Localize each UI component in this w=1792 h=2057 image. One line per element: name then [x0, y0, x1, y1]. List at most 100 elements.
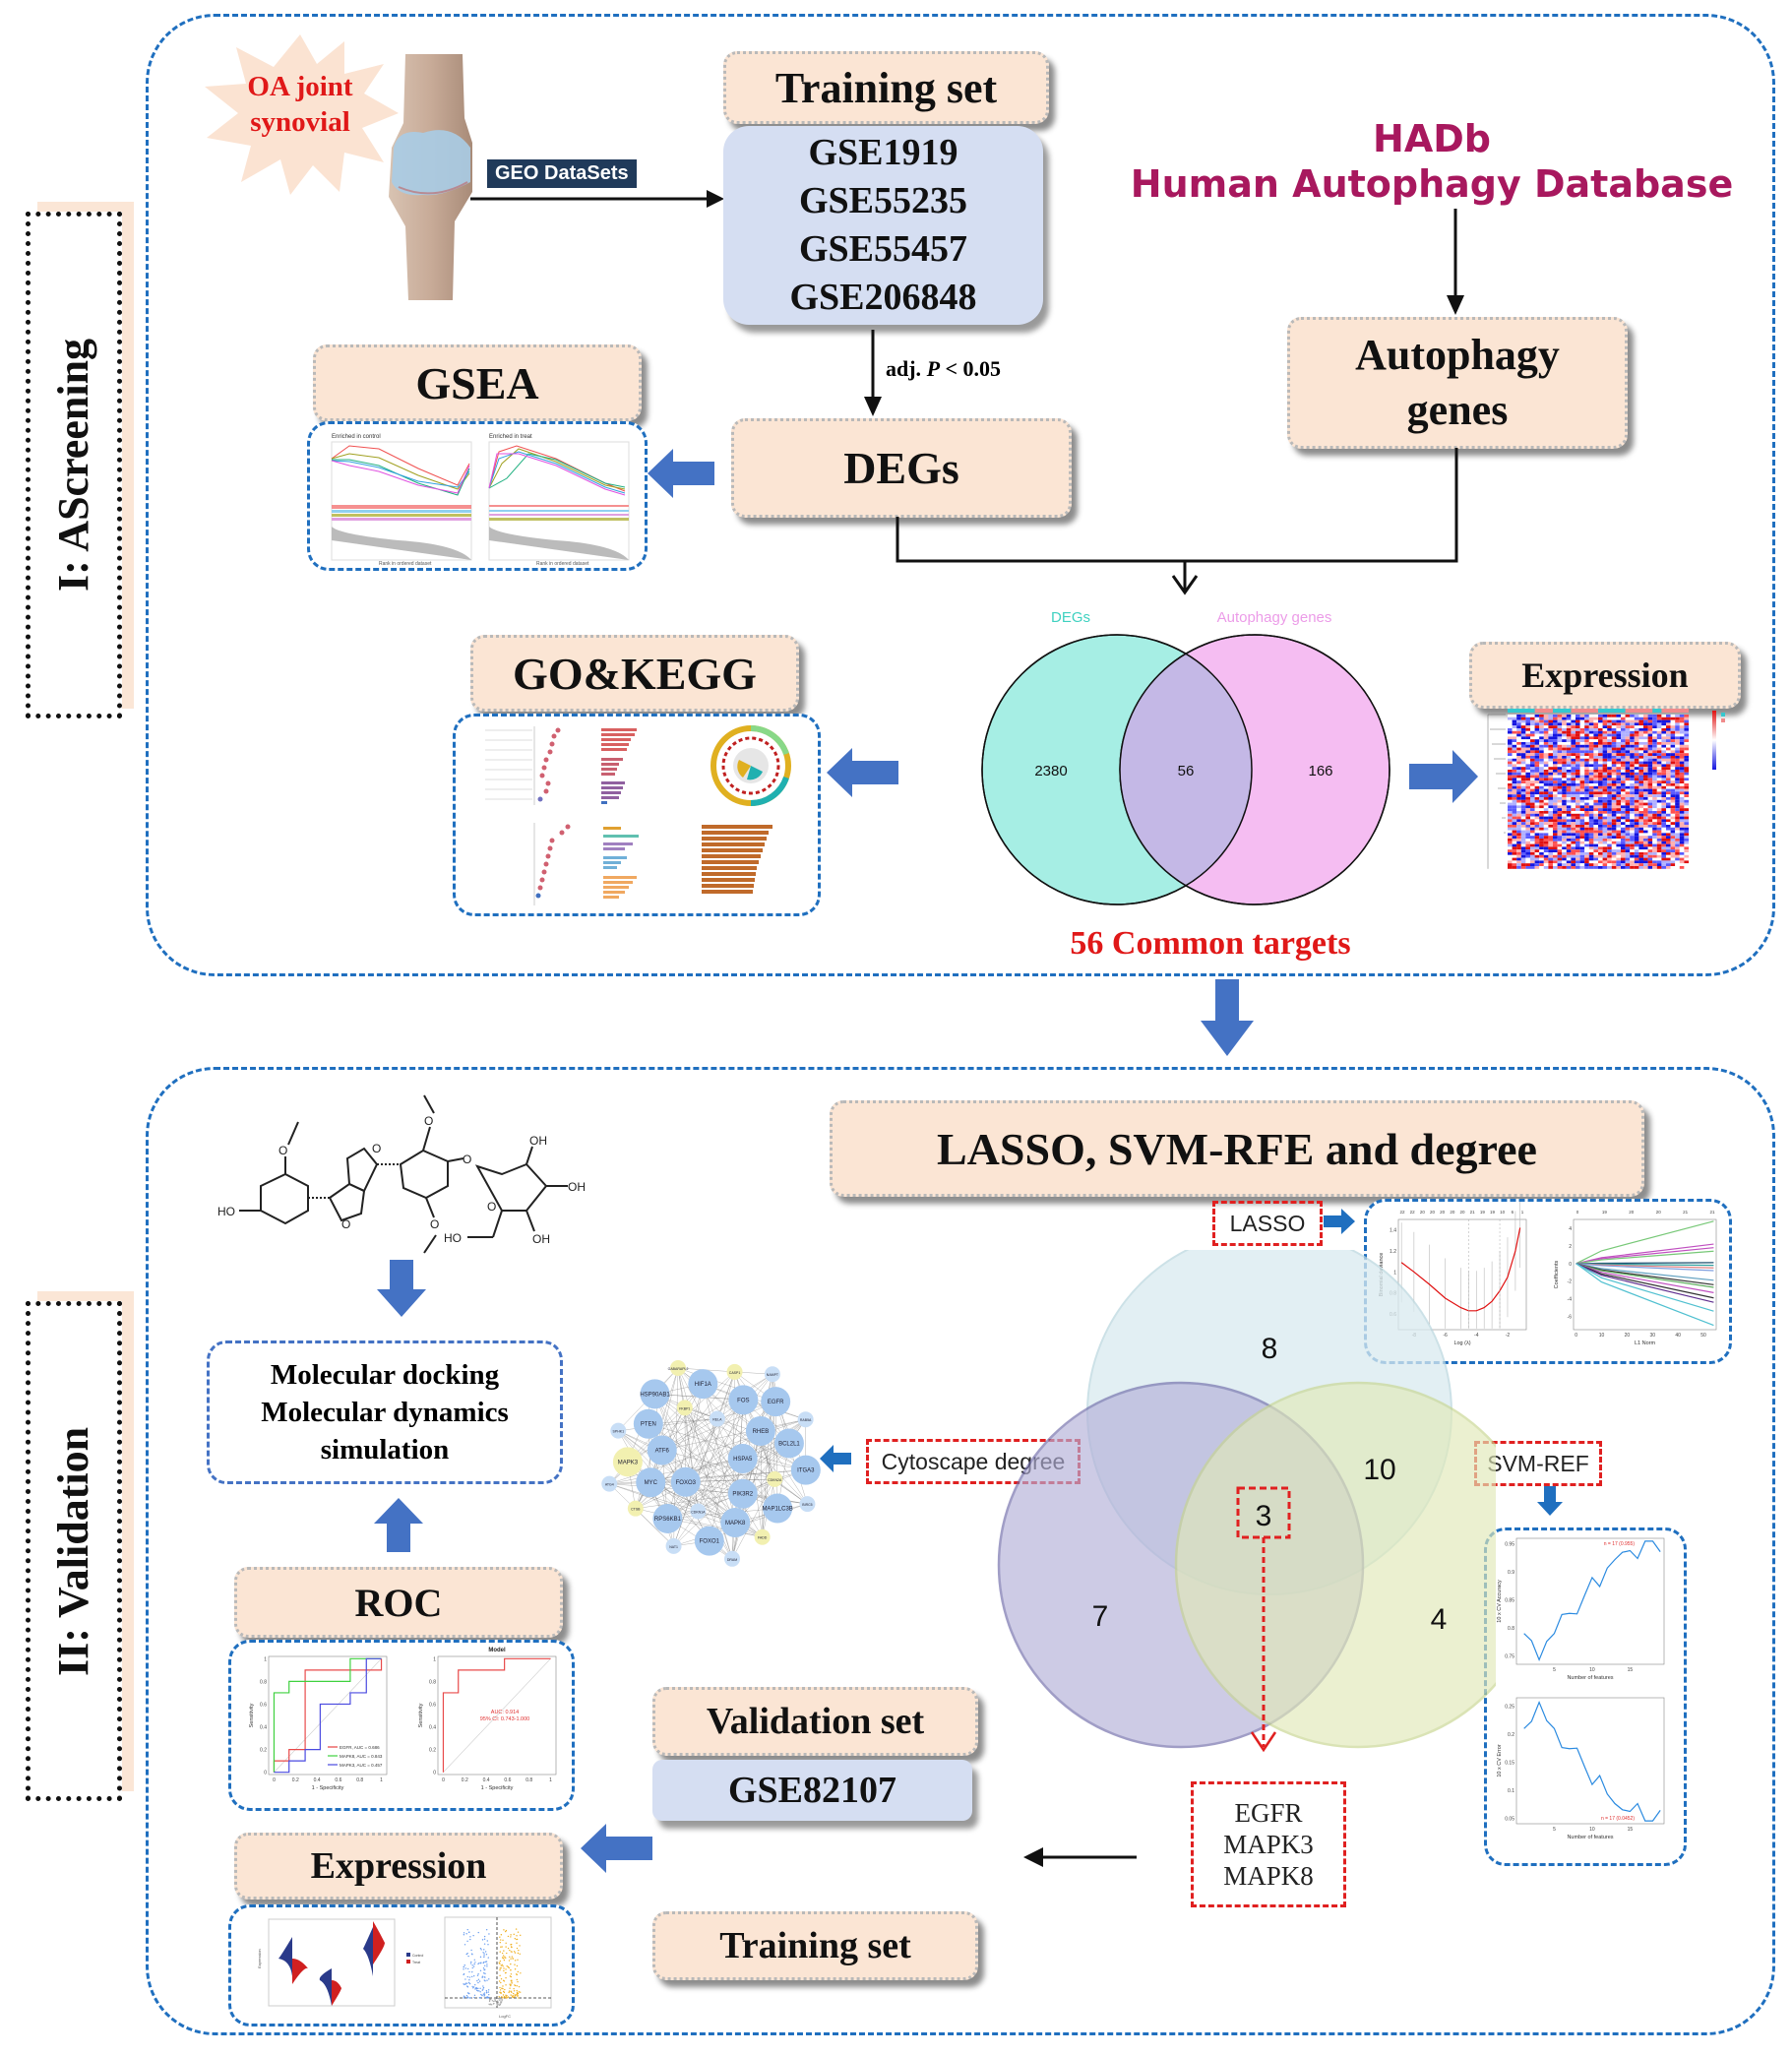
- heatmap-cell: [1593, 854, 1598, 858]
- volcano-point: [512, 1958, 514, 1960]
- heatmap-cell: [1638, 747, 1643, 751]
- heatmap-cell: [1647, 854, 1653, 858]
- heatmap-cell: [1530, 761, 1535, 765]
- heatmap-cell: [1675, 849, 1680, 852]
- heatmap-cell: [1553, 761, 1558, 765]
- heatmap-cell: [1512, 715, 1517, 717]
- heatmap-cell: [1643, 863, 1648, 866]
- roc-genes-x-tick: 1: [380, 1777, 383, 1783]
- heatmap-cell: [1647, 733, 1653, 737]
- heatmap-cell: [1675, 758, 1680, 762]
- heatmap-cell: [1656, 747, 1662, 751]
- heatmap-cell: [1579, 797, 1585, 800]
- network-node-circle: [773, 1428, 804, 1459]
- heatmap-cell: [1593, 733, 1598, 737]
- heatmap-cell: [1630, 802, 1635, 806]
- heatmap-cell: [1566, 761, 1572, 765]
- heatmap-cell: [1525, 843, 1530, 847]
- heatmap-cell: [1598, 836, 1603, 839]
- heatmap-cell: [1616, 849, 1621, 852]
- heatmap-cell: [1520, 736, 1526, 740]
- heatmap-cell: [1548, 841, 1553, 844]
- heatmap-cell: [1525, 830, 1530, 834]
- heatmap-cell: [1638, 764, 1643, 768]
- heatmap-cell: [1598, 758, 1603, 762]
- svm-accuracy-y-label: 10 x CV Accuracy: [1497, 1580, 1503, 1623]
- heatmap-cell: [1647, 788, 1653, 792]
- heatmap-cell: [1607, 808, 1612, 811]
- heatmap-cell: [1684, 830, 1689, 834]
- heatmap-cell: [1661, 788, 1666, 792]
- kegg-barplot: [702, 825, 772, 894]
- heatmap-cell: [1562, 753, 1567, 756]
- volcano-point: [484, 1951, 487, 1953]
- training-set-bottom: Training set: [652, 1911, 978, 1980]
- volcano-point: [485, 1991, 488, 1994]
- heatmap-cell: [1684, 819, 1689, 823]
- heatmap-cell: [1543, 794, 1549, 797]
- heatmap-cell: [1530, 780, 1535, 783]
- heatmap-cell: [1588, 750, 1594, 754]
- heatmap-cell: [1539, 715, 1544, 717]
- heatmap-cell: [1611, 833, 1617, 837]
- heatmap-cell: [1516, 854, 1521, 858]
- heatmap-cell: [1670, 758, 1676, 762]
- heatmap-cell: [1616, 802, 1621, 806]
- heatmap-cell: [1647, 772, 1653, 776]
- heatmap-cell: [1598, 852, 1603, 855]
- heatmap-cell: [1520, 788, 1526, 792]
- volcano-point: [508, 1960, 511, 1962]
- heatmap-cell: [1543, 725, 1549, 728]
- heatmap-cell: [1512, 857, 1517, 861]
- heatmap-cell: [1611, 825, 1617, 828]
- heatmap-cell: [1520, 761, 1526, 765]
- heatmap-cell: [1520, 852, 1526, 855]
- lasso-coef-top-tick: 21: [1709, 1210, 1715, 1215]
- volcano-point: [504, 1971, 507, 1974]
- heatmap-cell: [1679, 813, 1685, 817]
- heatmap-cell: [1684, 761, 1689, 765]
- heatmap-cell: [1625, 863, 1631, 866]
- heatmap-cell: [1553, 756, 1558, 759]
- volcano-point: [469, 1963, 472, 1964]
- heatmap-cell: [1534, 811, 1540, 814]
- heatmap-cell: [1602, 825, 1608, 828]
- heatmap-cell: [1602, 852, 1608, 855]
- heatmap-cell: [1553, 780, 1558, 783]
- volcano-point: [484, 1972, 486, 1975]
- volcano-point: [478, 1962, 480, 1964]
- heatmap-cell: [1602, 780, 1608, 783]
- heatmap-cell: [1520, 783, 1526, 786]
- roc-genes-y-tick: 0.8: [260, 1679, 267, 1685]
- heatmap-cell: [1625, 770, 1631, 773]
- heatmap-cell: [1520, 744, 1526, 748]
- heatmap-cell: [1508, 802, 1513, 806]
- heatmap-cell: [1588, 841, 1594, 844]
- volcano-point: [510, 1994, 512, 1996]
- heatmap-cell: [1525, 799, 1530, 803]
- heatmap-cell: [1652, 747, 1657, 751]
- heatmap-cell: [1584, 846, 1589, 850]
- heatmap-cell: [1679, 811, 1685, 814]
- heatmap-cell: [1634, 722, 1639, 726]
- lasso-cv-curve: [1400, 1227, 1521, 1312]
- heatmap-cell: [1557, 799, 1563, 803]
- roc-genes-y-tick: 0: [264, 1771, 267, 1776]
- heatmap-cell: [1607, 742, 1612, 745]
- heatmap-cell: [1616, 736, 1621, 740]
- heatmap-cell: [1656, 833, 1662, 837]
- heatmap-cell: [1576, 775, 1580, 779]
- heatmap-cell: [1643, 866, 1648, 869]
- svg-text:O: O: [487, 1200, 496, 1214]
- heatmap-cell: [1679, 739, 1685, 742]
- heatmap-cell: [1684, 813, 1689, 817]
- svg-text:OH: OH: [532, 1232, 550, 1246]
- heatmap-cell: [1548, 761, 1553, 765]
- heatmap-cell: [1621, 857, 1626, 861]
- network-node: PTEN: [633, 1408, 663, 1439]
- venn-set-label-autophagy: Autophagy genes: [1217, 609, 1332, 626]
- heatmap-cell: [1630, 830, 1635, 834]
- heatmap-cell: [1666, 717, 1671, 720]
- heatmap-cell: [1548, 750, 1553, 754]
- arrow-molecule-to-docking: [377, 1260, 426, 1317]
